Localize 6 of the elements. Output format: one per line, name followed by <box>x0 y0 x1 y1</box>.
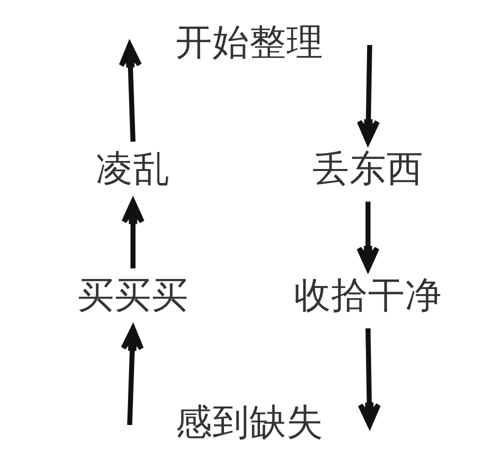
node-text: 感到缺失 <box>175 400 324 444</box>
node-text: 开始整理 <box>175 20 324 64</box>
node-text: 买买买 <box>77 274 188 317</box>
node-text: 凌乱 <box>96 147 170 190</box>
node-text: 收拾干净 <box>294 274 442 317</box>
node-text: 丢东西 <box>312 147 423 190</box>
